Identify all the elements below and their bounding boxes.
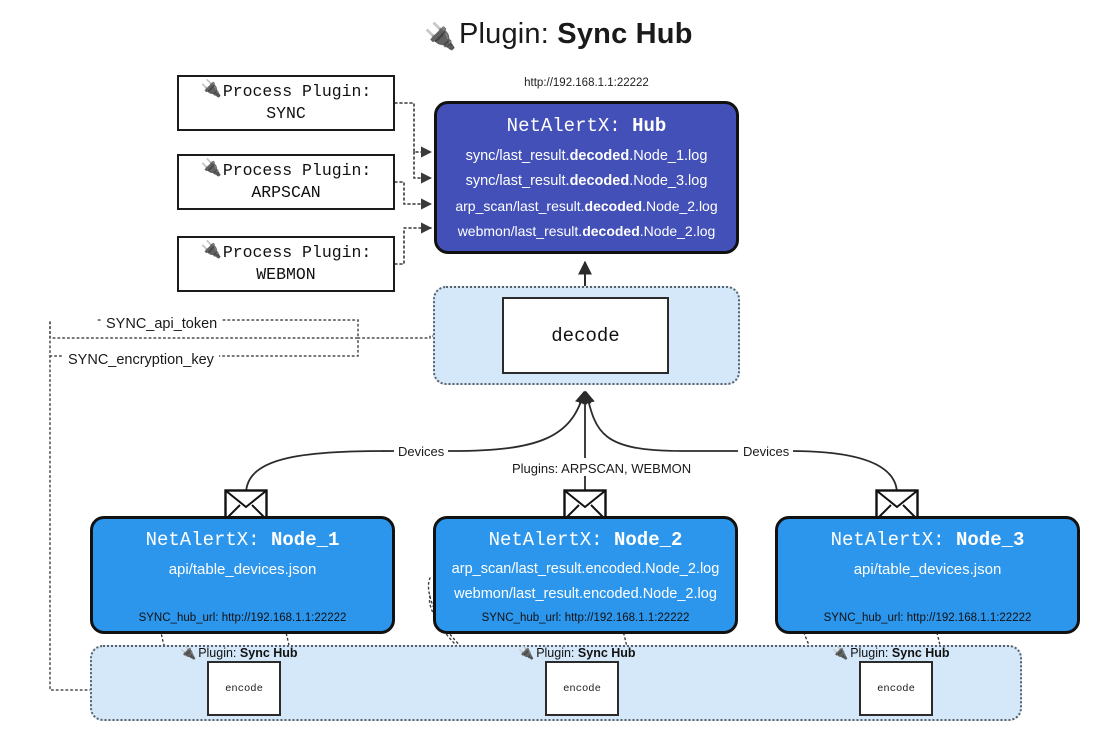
node-line: api/table_devices.json [853, 561, 1002, 578]
label-sync-encryption-key: SYNC_encryption_key [63, 352, 219, 368]
node-card-node-3[interactable]: NetAlertX: Node_3 api/table_devices.json… [775, 516, 1080, 634]
plug-icon: 🔌 [424, 21, 457, 51]
encode-box-node-3[interactable]: encode [859, 661, 933, 716]
plug-icon: 🔌 [518, 645, 535, 660]
hub-log-row: sync/last_result.decoded.Node_3.log [465, 173, 708, 189]
hub-title-prefix: NetAlertX: [506, 115, 621, 137]
encode-caption-prefix: Plugin: [198, 646, 237, 660]
node-line-list: arp_scan/last_result.encoded.Node_2.log … [436, 557, 735, 607]
edge-label-devices-left: Devices [394, 444, 449, 459]
plug-icon: 🔌 [180, 645, 197, 660]
node-title-name: Node_3 [956, 529, 1025, 551]
node-line: webmon/last_result.encoded.Node_2.log [454, 586, 717, 602]
encode-plugin-caption: 🔌 Plugin: Sync Hub [180, 645, 298, 661]
node-hub-url: SYNC_hub_url: http://192.168.1.1:22222 [481, 612, 690, 624]
process-plugin-arpscan[interactable]: 🔌 Process Plugin: ARPSCAN [177, 154, 395, 210]
edge-label-devices-right: Devices [739, 444, 794, 459]
process-plugin-label: Process Plugin: [222, 242, 372, 262]
encode-plugin-caption: 🔌 Plugin: Sync Hub [832, 645, 950, 661]
process-plugin-name: SYNC [266, 104, 306, 124]
hub-node[interactable]: NetAlertX: Hub sync/last_result.decoded.… [434, 101, 739, 254]
node-line-list: api/table_devices.json [778, 557, 1077, 582]
node-title-name: Node_1 [271, 529, 340, 551]
page-title-prefix: Plugin: [458, 18, 550, 50]
node-hub-url: SYNC_hub_url: http://192.168.1.1:22222 [823, 612, 1032, 624]
plug-icon: 🔌 [200, 81, 222, 101]
encode-box-node-1[interactable]: encode [207, 661, 281, 716]
node-title: NetAlertX: Node_1 [93, 529, 392, 551]
hub-title: NetAlertX: Hub [437, 115, 736, 137]
page-title-name: Sync Hub [557, 18, 693, 50]
process-plugin-sync[interactable]: 🔌 Process Plugin: SYNC [177, 75, 395, 131]
label-sync-api-token: SYNC_api_token [101, 316, 223, 332]
process-plugin-label: Process Plugin: [222, 81, 372, 101]
encode-caption-name: Sync Hub [239, 646, 298, 660]
hub-url-caption: http://192.168.1.1:22222 [524, 77, 649, 89]
node-title-prefix: NetAlertX: [488, 529, 603, 551]
node-title-prefix: NetAlertX: [145, 529, 260, 551]
node-card-node-1[interactable]: NetAlertX: Node_1 api/table_devices.json… [90, 516, 395, 634]
node-title: NetAlertX: Node_3 [778, 529, 1077, 551]
envelope-icon [563, 489, 607, 521]
encode-box-node-2[interactable]: encode [545, 661, 619, 716]
plug-icon: 🔌 [200, 242, 222, 262]
encode-caption-name: Sync Hub [577, 646, 636, 660]
node-hub-url: SYNC_hub_url: http://192.168.1.1:22222 [138, 612, 347, 624]
process-plugin-name: WEBMON [256, 265, 316, 285]
encode-caption-name: Sync Hub [891, 646, 950, 660]
hub-log-row: arp_scan/last_result.decoded.Node_2.log [455, 198, 718, 214]
decode-box[interactable]: decode [502, 297, 669, 374]
process-plugin-webmon[interactable]: 🔌 Process Plugin: WEBMON [177, 236, 395, 292]
process-plugin-name: ARPSCAN [251, 183, 321, 203]
hub-title-name: Hub [632, 115, 667, 137]
node-line: api/table_devices.json [168, 561, 317, 578]
plug-icon: 🔌 [832, 645, 849, 660]
hub-log-row: sync/last_result.decoded.Node_1.log [465, 148, 708, 164]
encode-plugin-caption: 🔌 Plugin: Sync Hub [518, 645, 636, 661]
hub-log-row: webmon/last_result.decoded.Node_2.log [457, 223, 716, 239]
encode-caption-prefix: Plugin: [536, 646, 575, 660]
node-line-list: api/table_devices.json [93, 557, 392, 582]
node-title: NetAlertX: Node_2 [436, 529, 735, 551]
node-line: arp_scan/last_result.encoded.Node_2.log [451, 561, 720, 577]
encode-caption-prefix: Plugin: [850, 646, 889, 660]
edge-label-plugins: Plugins: ARPSCAN, WEBMON [508, 461, 696, 476]
node-card-node-2[interactable]: NetAlertX: Node_2 arp_scan/last_result.e… [433, 516, 738, 634]
node-title-prefix: NetAlertX: [830, 529, 945, 551]
plug-icon: 🔌 [200, 160, 222, 180]
page-title: 🔌Plugin: Sync Hub [0, 18, 1117, 52]
process-plugin-label: Process Plugin: [222, 160, 372, 180]
hub-log-list: sync/last_result.decoded.Node_1.log sync… [437, 144, 736, 244]
node-title-name: Node_2 [614, 529, 683, 551]
